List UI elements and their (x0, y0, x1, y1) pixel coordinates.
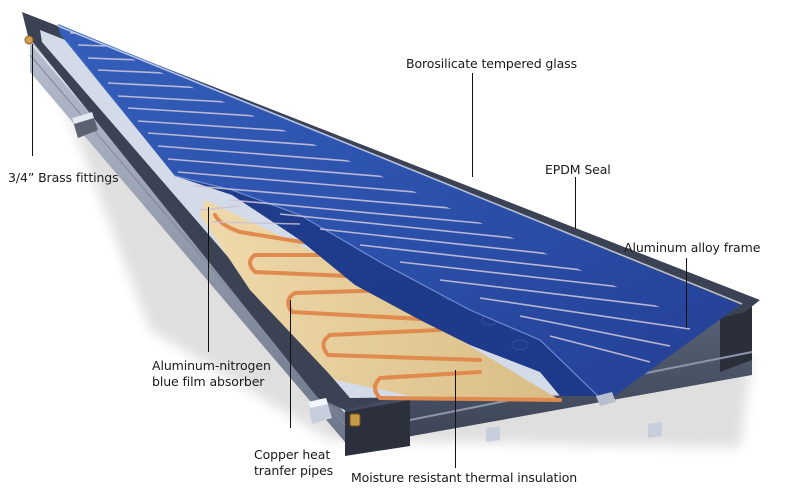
mounting-bracket (308, 398, 332, 424)
leader-aluminum-frame (686, 258, 688, 328)
leader-copper-pipes (290, 300, 292, 428)
leader-epdm-seal (575, 177, 577, 229)
mounting-bracket (486, 426, 500, 442)
thermal-insulation (200, 200, 560, 400)
leader-absorber (208, 207, 210, 352)
leader-insulation (455, 370, 457, 468)
label-copper-pipes-line2: tranfer pipes (254, 463, 334, 478)
label-absorber: Aluminum-nitrogen blue film absorber (152, 358, 271, 390)
label-copper-pipes-line1: Copper heat (254, 447, 331, 462)
label-brass-fittings: 3/4” Brass fittings (8, 170, 119, 185)
epdm-seal (57, 25, 743, 305)
brass-fitting (24, 35, 34, 45)
copper-pipes (213, 213, 562, 402)
mounting-bracket (72, 112, 98, 138)
tempered-glass-cover (58, 24, 740, 398)
label-absorber-line1: Aluminum-nitrogen (152, 358, 271, 373)
leader-glass (472, 73, 474, 177)
label-thermal-insulation: Moisture resistant thermal insulation (351, 470, 578, 485)
brass-fitting (349, 413, 361, 427)
label-absorber-line2: blue film absorber (152, 374, 265, 389)
label-borosilicate-glass: Borosilicate tempered glass (406, 56, 578, 71)
leader-brass-fittings (32, 44, 34, 156)
mounting-bracket (648, 422, 662, 438)
label-copper-pipes: Copper heat tranfer pipes (254, 447, 333, 479)
label-epdm-seal: EPDM Seal (545, 162, 611, 177)
label-aluminum-frame: Aluminum alloy frame (624, 240, 761, 255)
